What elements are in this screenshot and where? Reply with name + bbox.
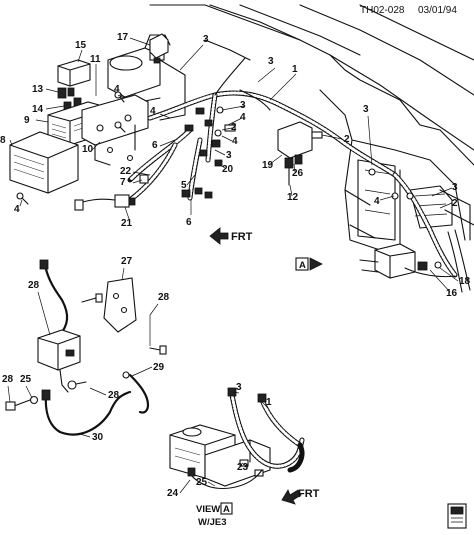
label-10: 10 bbox=[82, 144, 94, 155]
doc-code: TH02-028 bbox=[360, 5, 405, 16]
label-4-e: 4 bbox=[374, 196, 380, 207]
label-3-c: 3 bbox=[268, 56, 274, 67]
label-3-top: 3 bbox=[203, 34, 209, 45]
label-9: 9 bbox=[24, 115, 30, 126]
label-28-a: 28 bbox=[28, 280, 40, 291]
label-5: 5 bbox=[181, 180, 187, 191]
label-28-d: 28 bbox=[108, 390, 120, 401]
label-1: 1 bbox=[292, 64, 298, 75]
label-2-c: 2 bbox=[452, 198, 458, 209]
leader-lines-upper bbox=[9, 37, 459, 293]
label-8: 8 bbox=[0, 135, 6, 146]
view-caption-prefix: VIEW bbox=[196, 504, 220, 515]
view-caption-option: W/JE3 bbox=[198, 517, 227, 528]
frt-label-lower: FRT bbox=[298, 488, 320, 500]
label-3-mid: 3 bbox=[226, 150, 232, 161]
connector-cluster-center bbox=[181, 107, 236, 199]
label-6-b: 6 bbox=[186, 217, 192, 228]
label-3-d: 3 bbox=[363, 104, 369, 115]
label-1-view: 1 bbox=[266, 397, 272, 408]
part-labels-upper: 15 11 13 14 9 8 4 10 17 3 4 4 6 22 7 21 … bbox=[0, 32, 471, 299]
lower-right-mount bbox=[359, 243, 456, 279]
connector-7 bbox=[149, 33, 169, 64]
vehicle-body bbox=[149, 4, 474, 293]
label-25: 25 bbox=[196, 477, 208, 488]
label-6-a: 6 bbox=[152, 140, 158, 151]
label-15: 15 bbox=[75, 40, 87, 51]
label-3-e: 3 bbox=[452, 182, 458, 193]
label-30: 30 bbox=[92, 432, 104, 443]
label-13: 13 bbox=[32, 84, 44, 95]
label-22: 22 bbox=[120, 166, 132, 177]
label-27: 27 bbox=[121, 256, 133, 267]
view-caption: VIEW A W/JE3 bbox=[196, 502, 233, 528]
view-caption-marker: A bbox=[223, 504, 230, 515]
label-26: 26 bbox=[292, 168, 304, 179]
doc-date: 03/01/94 bbox=[418, 5, 457, 16]
front-arrow-icon: FRT bbox=[209, 227, 253, 245]
label-29: 29 bbox=[153, 362, 165, 373]
label-28-c: 28 bbox=[2, 374, 14, 385]
label-12: 12 bbox=[287, 192, 299, 203]
label-4-c: 4 bbox=[232, 136, 238, 147]
label-3-view: 3 bbox=[236, 382, 242, 393]
label-4-d: 4 bbox=[240, 112, 246, 123]
label-14: 14 bbox=[32, 104, 44, 115]
label-24: 24 bbox=[167, 488, 179, 499]
module-box-8 bbox=[9, 131, 79, 194]
label-2-b: 2 bbox=[344, 134, 350, 145]
book-icon bbox=[447, 503, 467, 529]
connector-group-right bbox=[277, 121, 323, 186]
lower-left-assembly bbox=[5, 259, 167, 436]
bracket-10 bbox=[81, 94, 149, 166]
relay-15 bbox=[57, 59, 91, 87]
label-28-b: 28 bbox=[158, 292, 170, 303]
label-19: 19 bbox=[262, 160, 274, 171]
label-23: 23 bbox=[237, 462, 249, 473]
label-18: 18 bbox=[459, 276, 471, 287]
label-4-b: 4 bbox=[150, 106, 156, 117]
label-16: 16 bbox=[446, 288, 458, 299]
part-labels-lower-right: 3 1 23 25 24 bbox=[167, 382, 272, 499]
label-4-a: 4 bbox=[114, 84, 120, 95]
fastener-group bbox=[16, 91, 414, 205]
main-harness bbox=[127, 57, 458, 278]
label-25-left: 25 bbox=[20, 374, 32, 385]
front-arrow-lower-icon: FRT bbox=[281, 488, 320, 505]
label-11: 11 bbox=[90, 54, 101, 65]
connector-21 bbox=[74, 174, 149, 211]
view-marker-letter: A bbox=[299, 260, 306, 271]
label-20: 20 bbox=[222, 164, 234, 175]
frt-label: FRT bbox=[231, 231, 253, 243]
label-2-a: 2 bbox=[231, 122, 237, 133]
relay-13 bbox=[57, 87, 75, 99]
label-4-left: 4 bbox=[14, 204, 20, 215]
master-cylinder-view bbox=[169, 387, 305, 490]
leader-lines-lower-left bbox=[7, 267, 159, 438]
part-labels-lower-left: 27 28 28 29 28 25 28 30 bbox=[2, 256, 170, 443]
label-21: 21 bbox=[121, 218, 133, 229]
label-7-lower: 7 bbox=[120, 177, 126, 188]
leader-lines-lower-right bbox=[179, 391, 269, 494]
label-3-b: 3 bbox=[240, 100, 246, 111]
view-marker-icon: A bbox=[295, 257, 323, 271]
label-17: 17 bbox=[117, 32, 129, 43]
